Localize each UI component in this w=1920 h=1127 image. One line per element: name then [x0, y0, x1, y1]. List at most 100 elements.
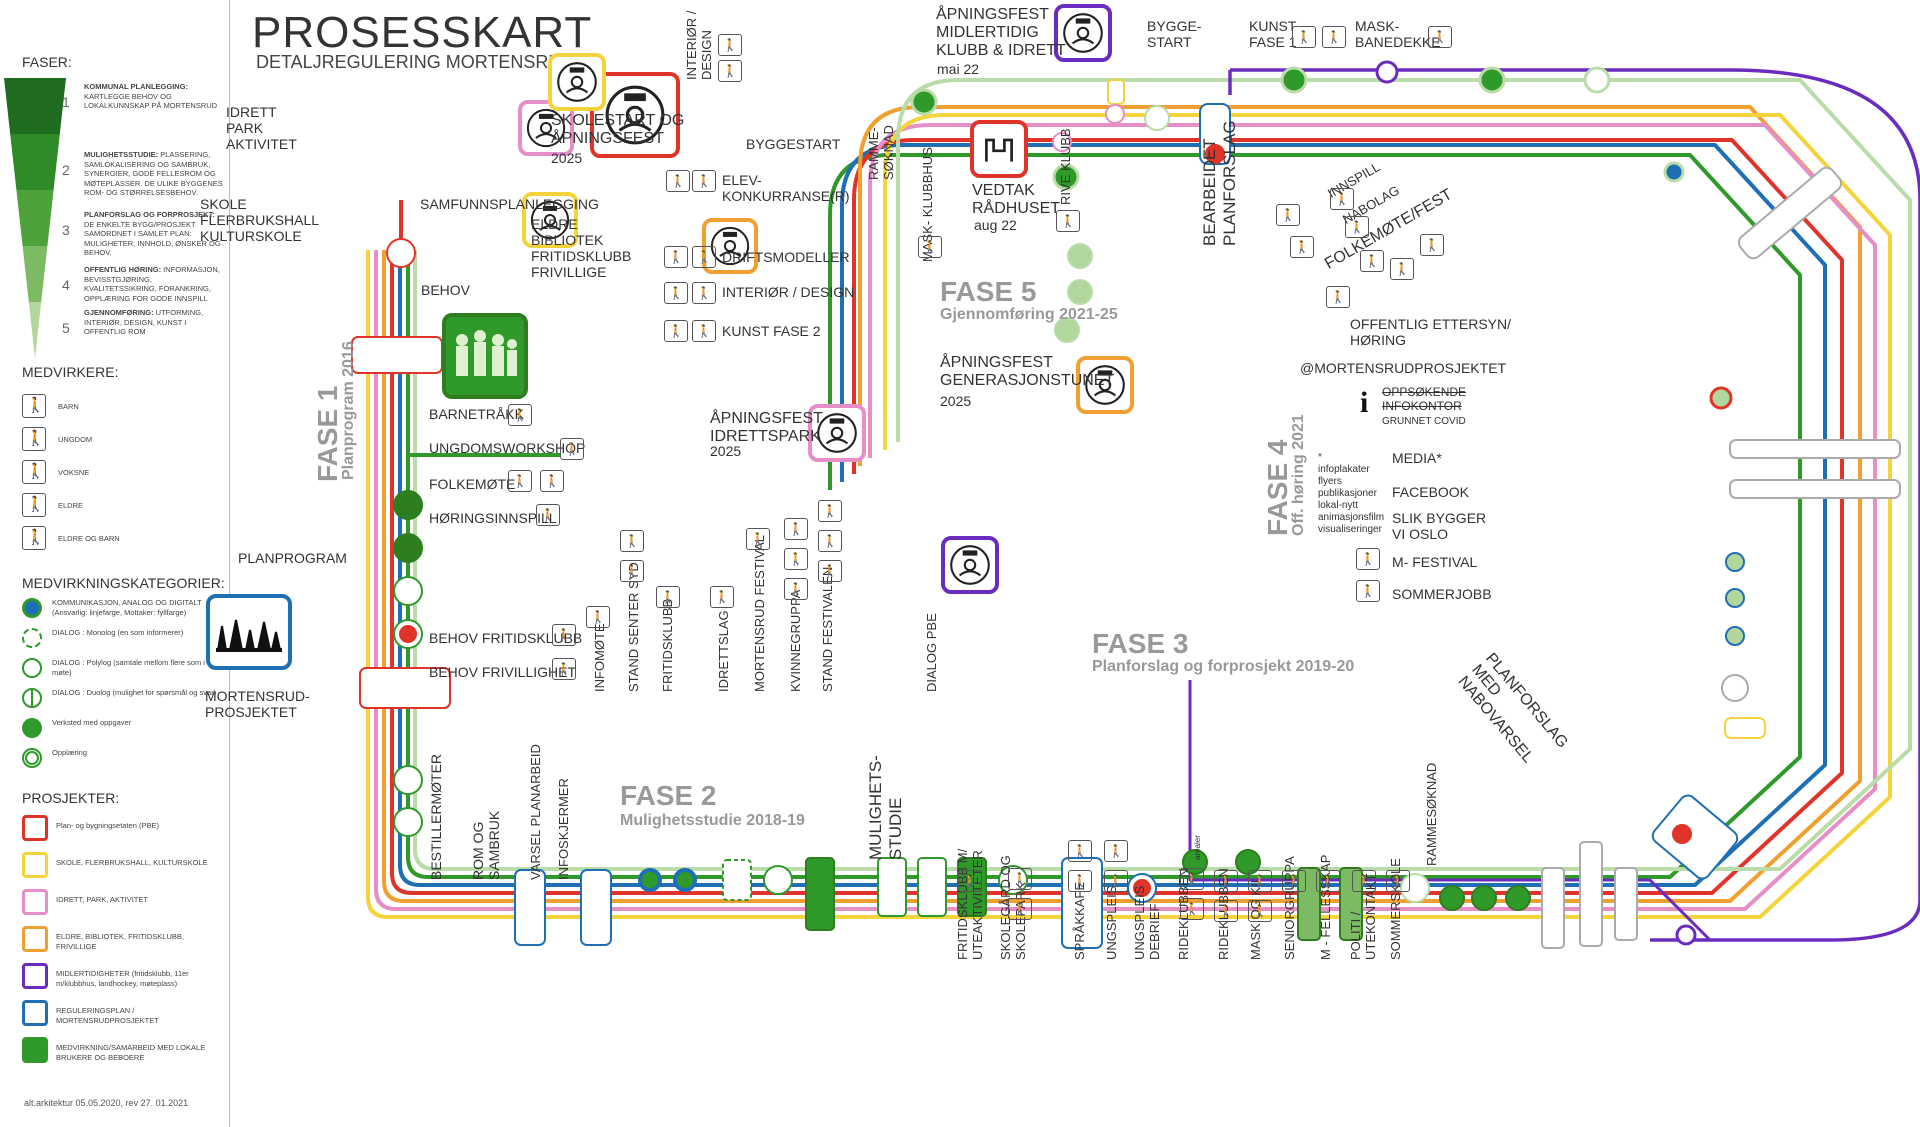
station-idrettslag: [877, 857, 907, 917]
people-icon: 🚶: [1390, 258, 1414, 280]
participant-icon: 🚶: [22, 493, 46, 517]
category-symbol: [22, 748, 42, 768]
label-interior-design: INTERIØR / DESIGN: [722, 284, 855, 300]
people-icon: 🚶: [818, 500, 842, 522]
project-label: MIDLERTIDIGHETER (fritidsklubb, 11er m/k…: [56, 969, 189, 988]
generasjonstunet-badge: [1076, 356, 1134, 414]
station-planprogram: [359, 667, 451, 709]
process-map: [230, 0, 1920, 1127]
people-icon: 🚶: [1104, 840, 1128, 862]
people-icon: 🚶: [1068, 840, 1092, 862]
station-ungdomsworkshop: [393, 533, 423, 563]
station-stand-senter: [763, 865, 793, 895]
vedtak-badge: [970, 120, 1028, 178]
people-icon: 🚶: [1292, 26, 1316, 48]
label-byggestart: BYGGESTART: [746, 136, 841, 152]
station-slik-bygger: [1725, 626, 1745, 646]
label-media: MEDIA*: [1392, 450, 1442, 466]
label-sommerjobb: SOMMERJOBB: [1392, 586, 1492, 602]
participant-label: ELDRE: [58, 501, 84, 510]
phase-2-sub: Mulighetsstudie 2018-19: [620, 812, 805, 829]
idrett-badge: [518, 100, 574, 156]
people-icon: 🚶: [784, 578, 808, 600]
category-label: DIALOG : Monolog (en som informerer): [52, 628, 184, 637]
people-icon: 🚶: [508, 470, 532, 492]
fase-number: 1: [62, 94, 70, 110]
people-icon: 🚶: [692, 282, 716, 304]
people-icon: 🚶: [718, 34, 742, 56]
fase-number: 2: [62, 162, 70, 178]
vertical-label: RAMME-SØKNAD: [866, 125, 896, 180]
people-icon: 🚶: [1386, 870, 1410, 892]
category-symbol: [22, 718, 42, 738]
vertical-label: RIVE KLUBB: [1058, 128, 1073, 205]
people-icon: 🚶: [746, 528, 770, 550]
label-driftsmodeller: DRIFTSMODELLER: [722, 249, 850, 265]
station-samfunnsplanlegging: [386, 238, 416, 268]
people-icon: 🚶: [666, 170, 690, 192]
green-line: [406, 153, 1802, 879]
category-symbol: [22, 688, 42, 708]
people-icon: 🚶: [586, 606, 610, 628]
station-barnetrakk: [393, 490, 423, 520]
people-icon: 🚶: [1316, 870, 1340, 892]
people-icon: 🚶: [540, 470, 564, 492]
station-byggestart-top: [1375, 60, 1399, 84]
project-badge: [22, 1000, 48, 1026]
vertical-label: STAND FESTIVALEN: [820, 566, 835, 692]
station-dialog-pbe-dot: [1133, 879, 1151, 897]
people-icon: 🚶: [818, 560, 842, 582]
station-elevkonkurranse: [1052, 163, 1080, 191]
label-arealer: arealer: [1193, 835, 1202, 860]
label-ungdomsworkshop: UNGDOMSWORKSHOP: [429, 440, 586, 456]
label-generasjonstunet-year: 2025: [940, 393, 972, 409]
people-icon: 🚶: [1282, 870, 1306, 892]
people-icon: 🚶: [1180, 898, 1204, 920]
people-icon: 🚶: [1104, 870, 1128, 892]
station-varsel: [638, 868, 662, 892]
station-m-festival: [1721, 674, 1749, 702]
phase-5-name: FASE 5: [940, 276, 1037, 307]
station-instagram: [1729, 439, 1901, 459]
station-sommerskole: [1614, 867, 1638, 941]
label-apningsfest-mid-date: mai 22: [937, 61, 980, 77]
people-icon: 🚶: [1180, 868, 1204, 890]
participant-icon: 🚶: [22, 427, 46, 451]
funnel-segment: [10, 134, 60, 190]
label-behov: BEHOV: [421, 282, 471, 298]
participant-icon: 🚶: [22, 526, 46, 550]
vertical-label: IDRETTSLAG: [716, 610, 731, 692]
people-icon: 🚶: [656, 586, 680, 608]
category-label: DIALOG : Polylog (samtale mellom flere s…: [52, 658, 214, 677]
people-icon: 🚶: [1345, 216, 1369, 238]
vertical-label: INTERIØR /DESIGN: [684, 10, 714, 80]
skole-badge: [522, 192, 578, 248]
oslo-seal-icon: [605, 85, 665, 145]
label-planprogram: PLANPROGRAM: [238, 550, 347, 566]
people-icon: 🚶: [1360, 250, 1384, 272]
project-label: REGULERINGSPLAN / MORTENSRUDPROSJEKTET: [56, 1006, 159, 1025]
eldre-badge: [702, 218, 758, 274]
fase-description: GJENNOMFØRING: UTFORMING, INTERIØR, DESI…: [84, 308, 204, 336]
label-maskbanedekke: MASK-BANEDEKKE: [1355, 18, 1441, 50]
station-bearbeidet-dot: [1205, 144, 1225, 164]
people-icon: 🚶: [1352, 870, 1376, 892]
city-hall-icon: [985, 138, 1013, 162]
fase-description: PLANFORSLAG OG FORPROSJEKT: DE ENKELTE B…: [84, 210, 221, 257]
label-byggestart-top: BYGGE-START: [1147, 18, 1202, 50]
people-icon: 🚶: [784, 518, 808, 540]
people-icon: 🚶: [552, 658, 576, 680]
station-mask: [1471, 885, 1497, 911]
project-badge: [22, 852, 48, 878]
fase-number: 3: [62, 222, 70, 238]
label-barnetrakk: BARNETRÅKK: [429, 406, 524, 422]
station-behov: [351, 336, 443, 374]
people-icon: 🚶: [1290, 236, 1314, 258]
station-bottom-box: [514, 869, 546, 946]
